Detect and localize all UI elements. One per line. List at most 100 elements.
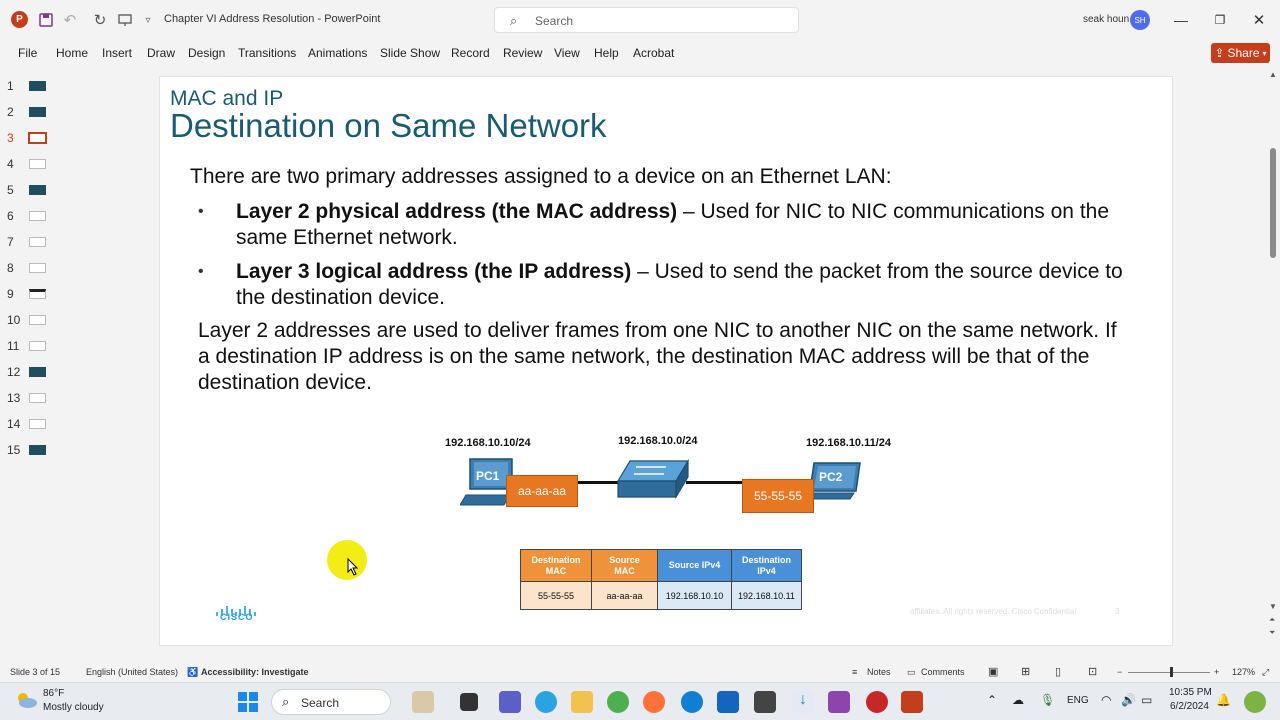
chrome-icon[interactable] <box>607 691 629 713</box>
minimize-icon[interactable]: — <box>1174 12 1188 28</box>
weather-description[interactable]: Mostly cloudy <box>43 702 104 713</box>
slideshow-icon[interactable]: ⊡ <box>1088 666 1098 678</box>
reading-view-icon[interactable]: ▯ <box>1055 666 1062 678</box>
header-line: IPv4 <box>757 565 776 576</box>
thumbnail-slide-7[interactable]: 7 <box>0 232 60 252</box>
tab-transitions[interactable]: Transitions <box>238 46 297 60</box>
tab-record[interactable]: Record <box>451 46 490 60</box>
zoom-in-icon[interactable]: + <box>1214 667 1220 677</box>
thumbnail-slide-15[interactable]: 15 <box>0 440 60 460</box>
app-icon[interactable] <box>754 691 776 713</box>
windows-start-icon[interactable] <box>238 692 258 712</box>
widgets-icon[interactable] <box>412 691 434 713</box>
edge-icon[interactable] <box>681 691 703 713</box>
tab-insert[interactable]: Insert <box>102 46 133 60</box>
thumbnail-slide-5[interactable]: 5 <box>0 180 60 200</box>
header-line: MAC <box>545 565 567 576</box>
tab-view[interactable]: View <box>554 46 580 60</box>
thumbnail-slide-10[interactable]: 10 <box>0 310 60 330</box>
scroll-down-icon[interactable]: ▼ <box>1269 602 1277 611</box>
microphone-icon[interactable]: 🎙 <box>1040 693 1056 707</box>
battery-icon[interactable]: ▭ <box>1141 693 1153 707</box>
language-indicator[interactable]: English (United States) <box>86 667 179 677</box>
fit-slide-icon[interactable]: ⤢ <box>1262 667 1270 677</box>
firefox-icon[interactable] <box>643 691 665 713</box>
tab-slide-show[interactable]: Slide Show <box>380 46 441 60</box>
pc2-computer-icon <box>806 462 861 500</box>
tab-design[interactable]: Design <box>188 46 226 60</box>
file-explorer-icon[interactable] <box>571 691 593 713</box>
thumbnail-image <box>29 419 46 429</box>
undo-icon[interactable]: ↶ <box>63 12 77 29</box>
user-name[interactable]: seak houn <box>1083 14 1130 25</box>
tab-animations[interactable]: Animations <box>308 46 368 60</box>
visual-studio-icon[interactable] <box>828 691 850 713</box>
language-indicator[interactable]: ENG <box>1067 695 1089 706</box>
volume-icon[interactable]: 🔊 <box>1121 693 1136 707</box>
notes-button[interactable]: Notes <box>867 667 891 677</box>
thumbnail-slide-6[interactable]: 6 <box>0 206 60 226</box>
zoom-out-icon[interactable]: − <box>1117 667 1123 677</box>
task-view-icon[interactable] <box>460 693 478 711</box>
close-icon[interactable]: ✕ <box>1252 12 1266 29</box>
next-slide-icon[interactable]: ⏷ <box>1269 628 1276 637</box>
clock-time[interactable]: 10:35 PM <box>1169 687 1212 698</box>
scrollbar-thumb[interactable] <box>1270 148 1276 258</box>
slide-canvas[interactable]: MAC and IP Destination on Same Network T… <box>159 76 1173 646</box>
tab-help[interactable]: Help <box>594 46 619 60</box>
tab-review[interactable]: Review <box>503 46 543 60</box>
thumbnail-slide-14[interactable]: 14 <box>0 414 60 434</box>
store-icon[interactable] <box>717 691 739 713</box>
customize-toolbar-icon[interactable]: ▿ <box>145 14 151 26</box>
thumbnail-slide-12[interactable]: 12 <box>0 362 60 382</box>
show-hidden-icons-icon[interactable]: ⌃ <box>987 693 998 707</box>
thumbnail-slide-1[interactable]: 1 <box>0 76 60 96</box>
tab-home[interactable]: Home <box>56 46 89 60</box>
thumbnail-slide-9[interactable]: 9 <box>0 284 60 304</box>
search-input[interactable]: ⌕ Search <box>494 7 799 33</box>
comments-button[interactable]: Comments <box>921 667 965 677</box>
weather-cloudy-icon <box>18 693 37 708</box>
slide-sorter-icon[interactable]: ⊞ <box>1021 666 1031 678</box>
thumbnail-slide-2[interactable]: 2 <box>0 102 60 122</box>
notifications-icon[interactable]: 🔔 <box>1216 693 1231 707</box>
save-icon[interactable] <box>36 10 56 30</box>
download-icon[interactable]: ↓ <box>792 691 814 713</box>
tab-draw[interactable]: Draw <box>147 46 176 60</box>
wifi-icon[interactable]: ◠ <box>1101 693 1112 707</box>
table-cell-source-mac: aa-aa-aa <box>591 581 658 610</box>
previous-slide-icon[interactable]: ⏶ <box>1269 615 1276 624</box>
taskbar-search[interactable]: ⌕ Search <box>271 689 391 715</box>
powerpoint-taskbar-icon[interactable] <box>901 691 923 713</box>
clock-date[interactable]: 6/2/2024 <box>1170 701 1209 712</box>
link-switch-pc2 <box>686 481 744 484</box>
thumbnail-slide-11[interactable]: 11 <box>0 336 60 356</box>
copilot-icon[interactable] <box>1244 691 1266 713</box>
tab-acrobat[interactable]: Acrobat <box>633 46 675 60</box>
vertical-scrollbar[interactable]: ▲ ▼ ⏶ ⏷ <box>1266 70 1280 650</box>
zoom-slider[interactable] <box>1128 672 1210 673</box>
thumbnail-slide-8[interactable]: 8 <box>0 258 60 278</box>
telegram-icon[interactable] <box>535 691 557 713</box>
accessibility-status[interactable]: Accessibility: Investigate <box>201 667 309 677</box>
share-button[interactable]: ⇪ Share ▾ <box>1211 43 1270 63</box>
zoom-level[interactable]: 127% <box>1232 667 1256 677</box>
zoom-slider-handle[interactable] <box>1170 667 1173 677</box>
thumbnail-slide-13[interactable]: 13 <box>0 388 60 408</box>
present-icon[interactable] <box>115 10 135 30</box>
teams-icon[interactable] <box>499 691 521 713</box>
normal-view-icon[interactable]: ▣ <box>988 666 999 678</box>
avatar[interactable]: SH <box>1130 10 1150 30</box>
cloud-sync-icon[interactable]: ☁ <box>1012 693 1024 707</box>
restore-icon[interactable]: ❐ <box>1214 13 1226 27</box>
thumbnail-slide-3[interactable]: 3 <box>0 128 60 148</box>
tab-file[interactable]: File <box>18 46 38 60</box>
title-bar: P ↶ ↻ ▿ Chapter VI Address Resolution - … <box>0 0 1280 40</box>
app-badge-icon[interactable] <box>866 691 888 713</box>
redo-icon[interactable]: ↻ <box>93 12 107 29</box>
thumbnail-image <box>29 237 46 247</box>
bullet-2-bold: Layer 3 logical address (the IP address) <box>236 260 632 283</box>
thumbnail-slide-4[interactable]: 4 <box>0 154 60 174</box>
scroll-up-icon[interactable]: ▲ <box>1269 70 1277 79</box>
weather-temperature[interactable]: 86°F <box>43 688 65 699</box>
